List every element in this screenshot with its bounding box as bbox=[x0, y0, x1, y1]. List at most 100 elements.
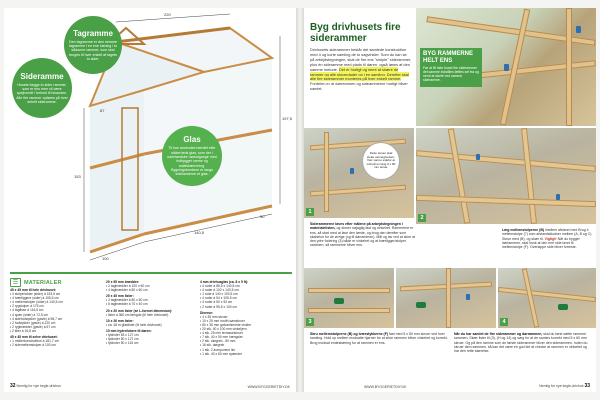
caption-2-warning: Vigtigt! bbox=[544, 236, 557, 241]
step-5-photo: 4 bbox=[498, 268, 596, 328]
materials-item: • 4 stk. 25 mm terrasseskruer bbox=[200, 331, 243, 336]
right-footer-text: Nemlig for nye kegle-drivhus bbox=[539, 384, 584, 388]
caption-2-text: imellem afstand med Brug 4 mellemstolpe … bbox=[502, 228, 593, 241]
materials-header: ☰ MATERIALER bbox=[10, 278, 62, 287]
materials-title: MATERIALER bbox=[24, 279, 62, 286]
list-icon: ☰ bbox=[10, 278, 21, 287]
materials-item: • ca. 48 m glaslister (til hele drivhuse… bbox=[106, 322, 162, 327]
materials-group-title: 4 mm drivhusglas (ca. 8 x 5 ft): bbox=[200, 280, 249, 284]
dimension-top: 220 bbox=[164, 12, 171, 17]
caption-4-bold: Når du har samlet de fire siderammer og … bbox=[454, 332, 543, 336]
greenhouse-drawing: 220 197,5 153 87 100 140,5 50 Tagramme D… bbox=[4, 8, 296, 270]
sideramme-text: Husets begge to sider rammer, som er ens… bbox=[16, 82, 68, 104]
materials-item: • fyldnder 53 x 127 cm bbox=[106, 333, 139, 338]
tagramme-bubble: Tagramme Den tagramme er den nemme tagra… bbox=[64, 16, 122, 74]
step-4-photo bbox=[396, 268, 496, 328]
materials-item: • 4 tagåsse á 116,5 cm bbox=[10, 308, 44, 313]
materials-group-title: 10 x 26 mm lister: bbox=[106, 318, 134, 323]
intro-text-a: Drivhusets siderammer består det samlede… bbox=[310, 47, 407, 57]
materials-item: • 2 tagbrædder á 100 x 60 cm bbox=[106, 284, 150, 289]
step-1-number: 1 bbox=[306, 208, 314, 216]
dimension-bottom-right: 50 bbox=[260, 214, 265, 219]
left-footer-text: Nemlig for nye kegle-drivhus bbox=[16, 384, 61, 388]
intro-text-b: Som du kan se på arbejdstegningen, skal … bbox=[310, 51, 412, 72]
caption-2-bold: Læg mellemstolperne (B) bbox=[502, 228, 545, 232]
materials-column-2: 20 x 95 mm brædder:• 2 tagbrædder á 100 … bbox=[106, 280, 196, 345]
dimension-bottom-mid: 140,5 bbox=[194, 230, 205, 235]
right-page: Byg drivhusets fire siderammer Drivhuset… bbox=[304, 8, 596, 392]
article-intro: Drivhusets siderammer består det samlede… bbox=[310, 47, 412, 92]
right-page-number: 33 bbox=[584, 383, 590, 389]
materials-item: • 4 ruder á 50 x 93 cm bbox=[200, 300, 233, 305]
caption-step-1: Siderammerne laves efter målene på arbej… bbox=[310, 222, 416, 248]
materials-item: • 6 tagbrædder á 70 x 40 cm bbox=[106, 302, 148, 307]
right-footer-url: WWW.BYGGERIETDIY.DK bbox=[364, 385, 407, 389]
dimension-bottom-left: 100 bbox=[102, 256, 109, 261]
dimension-side: 153 bbox=[74, 174, 81, 179]
caption-step-4: Når du har samlet de fire siderammer og … bbox=[454, 332, 592, 353]
dimension-mid-left: 87 bbox=[100, 108, 105, 113]
materials-group-title: 20 x 45 mm lister: bbox=[106, 294, 134, 299]
materials-item: • 1 rude á 140 x 193,5 cm bbox=[200, 292, 238, 297]
materials-item: • 2 ruder á 95,5 x 100 cm bbox=[200, 304, 237, 309]
materials-item: • 2 kiler á 16,8 cm bbox=[10, 328, 37, 333]
materials-item: • 4 mellemstolper (sider) á 140,5 cm bbox=[10, 300, 63, 305]
caption-3-text: fast med 5 x 80 mm skruer ved hver samli… bbox=[310, 332, 448, 345]
materials-item: • 2 tagbrædder á 80 x 60 cm bbox=[106, 298, 148, 303]
step-2-photo: 2 bbox=[416, 128, 596, 224]
article-headline: Byg drivhusets fire siderammer bbox=[310, 22, 401, 44]
materials-item: • 4 tagbrædder á 80 x 60 cm bbox=[106, 288, 148, 293]
materials-column-3: 4 mm drivhusglas (ca. 8 x 5 ft):• 4 rude… bbox=[200, 280, 292, 356]
tagramme-text: Den tagramme er den nemme tagramme i en … bbox=[68, 39, 118, 61]
materials-item: • 4 stolpeholder (sider) á 153,5 cm bbox=[10, 292, 61, 297]
glas-text: Til hus anvendes hærdet eller sikkerheds… bbox=[167, 146, 217, 177]
intro-text-c: Fordelen er at dørrammen og sideammerne … bbox=[310, 81, 408, 92]
caption-1-bold: Siderammerne laves efter målene på arbej… bbox=[310, 222, 403, 231]
materials-item: • 2 fodstykker (gavle) á 220 cm bbox=[10, 320, 56, 325]
materials-item: • 2 sidemellemstolper á 100 cm bbox=[10, 343, 56, 348]
caption-step-3: Skru mellemstolperne (B) og tværstykkern… bbox=[310, 332, 448, 345]
step-3-number: 3 bbox=[306, 318, 314, 326]
dimension-right: 197,5 bbox=[282, 116, 293, 121]
materials-item: • 20 stk. 40 x 100 mm vinkeljern bbox=[200, 327, 247, 332]
materials-item: • 1 stk. 2-komponent lim bbox=[200, 347, 236, 352]
left-page-number: 32 bbox=[10, 383, 16, 389]
glas-title: Glas bbox=[183, 135, 201, 145]
materials-item: • 4 ruder á 88,5 x 140,5 cm bbox=[200, 284, 240, 289]
caption-3-bold: Skru mellemstolperne (B) og tværstykkern… bbox=[310, 332, 388, 336]
left-footer-url: WWW.BYGGERIETDIY.DK bbox=[247, 385, 290, 389]
materials-item: • 4 ruder á 102 x 140,5 cm bbox=[200, 288, 239, 293]
materials-group-title: 45 x 45 mm til selve drivhuset: bbox=[10, 335, 58, 340]
materials-item: • 4 tværliggere (sider) á 106,5 cm bbox=[10, 296, 59, 301]
materials-group-title: 45 x 45 mm til hele drivhuset: bbox=[10, 288, 56, 292]
callout-title: BYG RAMMERNE HELT ENS bbox=[423, 51, 474, 64]
materials-item: • 1 stk. 40 x 60 mm spænder bbox=[200, 351, 243, 356]
step-1-photo: 1 bbox=[304, 128, 414, 218]
tagramme-title: Tagramme bbox=[73, 28, 113, 38]
materials-item: • 16 stk. dørgreb bbox=[200, 343, 225, 348]
materials-group-title: 20 x 95 mm brædder: bbox=[106, 280, 140, 284]
caption-2-text-2: Når du bygger dørrammen, skal husk at de… bbox=[502, 236, 580, 250]
materials-item: • 4 ruder á 54 x 105,5 cm bbox=[200, 296, 237, 301]
materials-item: • 2 stk. dørgreb - 80 mm bbox=[200, 339, 236, 344]
caption-1-text: og skruer nøjagtig fast og vinkelret. Ra… bbox=[310, 226, 416, 248]
materials-item: • 1 midterkonstruktion á 181,7 cm bbox=[10, 339, 59, 344]
materials-group-title: 10 mm hydrofobere til døren: bbox=[106, 328, 152, 333]
materials-item: • 80 x 35 mm galvaniserede vinkler bbox=[200, 322, 252, 327]
materials-item: • 4 sidefodstykker (gavle) á 98,7 cm bbox=[10, 316, 63, 321]
glas-bubble: Glas Til hus anvendes hærdet eller sikke… bbox=[162, 126, 222, 186]
left-footer: 32 Nemlig for nye kegle-drivhus bbox=[10, 383, 61, 389]
materials-item: • 10 x 25 mm rustfri sømskruer bbox=[200, 318, 245, 323]
right-footer: Nemlig for nye kegle-drivhus 33 bbox=[539, 383, 590, 389]
materials-item: • 4 x 35 mm skruer bbox=[200, 314, 228, 319]
materials-item: • 4 spær (sider) á 72,5 cm bbox=[10, 312, 48, 317]
materials-item: • 2 rygbrædder (gavle) á 67 cm bbox=[10, 324, 56, 329]
materials-group-title: 20 x 20 mm lister (se L-formet dimension… bbox=[106, 308, 173, 313]
materials-item: • lister á 360 cm længde (til hele drivh… bbox=[106, 312, 169, 317]
screw-note-circle: Dette skruer skal stotte varmegivelsen. … bbox=[362, 142, 400, 180]
materials-item: • 2 rygstolper á 175 cm bbox=[10, 304, 44, 309]
step-2-number: 2 bbox=[418, 214, 426, 222]
caption-4-text: skal du først sætte ramerne sammen. Skær… bbox=[454, 332, 588, 354]
materials-item: • 7 stk. 40 x 90 mm hængsler bbox=[200, 335, 243, 340]
materials-item: • fyldnder 50 x 115 cm bbox=[106, 341, 139, 346]
